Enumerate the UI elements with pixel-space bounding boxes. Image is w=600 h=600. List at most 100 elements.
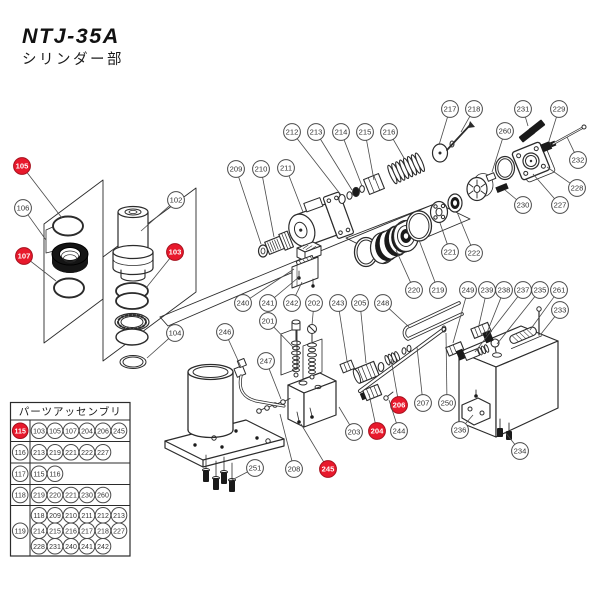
leader-line-210: [262, 177, 275, 238]
leader-line-105: [26, 172, 63, 219]
part-balloon-214: 214: [30, 522, 48, 540]
balloon-249: 249: [459, 281, 477, 299]
part-balloon-242: 242: [94, 537, 112, 555]
part-balloon-240: 240: [62, 537, 80, 555]
svg-text:261: 261: [553, 286, 566, 295]
part-balloon-213: 213: [30, 443, 48, 461]
balloon-229: 229: [550, 100, 568, 118]
part-balloon-211: 211: [78, 506, 96, 524]
callout-203: 203: [338, 406, 363, 441]
balloon-250: 250: [438, 394, 456, 412]
section-title: シリンダー部: [22, 51, 124, 68]
part-balloon-230: 230: [78, 486, 96, 504]
callout-202: 202: [305, 294, 323, 326]
balloon-234: 234: [511, 442, 529, 460]
balloon-104: 104: [166, 324, 184, 342]
svg-text:222: 222: [468, 249, 481, 258]
svg-text:208: 208: [288, 465, 301, 474]
part-balloon-107: 107: [62, 422, 80, 440]
leader-line-237: [474, 296, 519, 353]
leader-line-211: [288, 175, 304, 213]
svg-text:221: 221: [444, 248, 457, 257]
svg-text:240: 240: [237, 299, 250, 308]
callout-239: 239: [478, 281, 496, 326]
callout-213: 213: [307, 123, 353, 191]
part-balloon-204: 204: [78, 422, 96, 440]
product-title: NTJ-35A: [22, 24, 120, 48]
callout-218: 218: [460, 100, 483, 133]
balloon-261: 261: [550, 281, 568, 299]
svg-text:227: 227: [97, 450, 109, 457]
leader-line-251: [229, 471, 248, 482]
valve-block-assembly: [256, 301, 464, 428]
balloon-247: 247: [257, 352, 275, 370]
balloon-222: 222: [465, 244, 483, 262]
balloon-209: 209: [227, 160, 245, 178]
callout-247: 247: [257, 352, 282, 400]
balloon-201: 201: [259, 312, 277, 330]
svg-text:216: 216: [383, 128, 396, 137]
assembly-balloon-118: 118: [11, 486, 29, 504]
balloon-214: 214: [332, 123, 350, 141]
balloon-243: 243: [329, 294, 347, 312]
leader-line-104: [146, 338, 170, 359]
svg-text:230: 230: [81, 493, 93, 500]
balloon-237: 237: [514, 281, 532, 299]
balloon-238: 238: [495, 281, 513, 299]
leader-line-232: [566, 136, 575, 153]
leader-line-103: [145, 258, 171, 289]
svg-text:249: 249: [462, 286, 475, 295]
balloon-228: 228: [568, 179, 586, 197]
callout-244: 244: [388, 399, 408, 440]
tank-assembly: [445, 306, 559, 440]
balloon-213: 213: [307, 123, 325, 141]
svg-text:228: 228: [33, 544, 45, 551]
reservoir-assembly: [164, 357, 286, 492]
svg-text:232: 232: [572, 156, 585, 165]
part-balloon-222: 222: [78, 443, 96, 461]
callout-219: 219: [418, 239, 447, 299]
callout-212: 212: [283, 123, 342, 196]
leader-line-207: [416, 346, 423, 395]
part-balloon-219: 219: [46, 443, 64, 461]
part-balloon-206: 206: [94, 422, 112, 440]
part-balloon-241: 241: [78, 537, 96, 555]
svg-text:241: 241: [81, 544, 93, 551]
svg-text:245: 245: [113, 428, 125, 435]
part-balloon-115: 115: [30, 465, 48, 483]
leader-line-244: [388, 399, 397, 424]
svg-text:220: 220: [408, 286, 421, 295]
leader-line-107: [30, 260, 57, 282]
balloon-216: 216: [380, 123, 398, 141]
svg-text:218: 218: [468, 105, 481, 114]
svg-text:214: 214: [335, 128, 348, 137]
leader-line-204: [368, 393, 376, 423]
balloon-103: 103: [166, 243, 184, 261]
svg-text:211: 211: [280, 164, 292, 173]
callout-103: 103: [145, 243, 184, 289]
callout-227: 227: [532, 173, 569, 214]
part-balloon-228: 228: [30, 537, 48, 555]
balloon-219: 219: [429, 281, 447, 299]
rotor-assembly: [353, 172, 509, 268]
assembly-balloon-116: 116: [11, 443, 29, 461]
leader-line-235: [496, 296, 536, 345]
svg-text:209: 209: [49, 513, 61, 520]
leader-line-214: [343, 139, 363, 187]
balloon-227: 227: [551, 196, 569, 214]
part-balloon-103: 103: [30, 422, 48, 440]
svg-text:250: 250: [441, 399, 454, 408]
part-balloon-245: 245: [110, 422, 128, 440]
svg-text:210: 210: [65, 513, 77, 520]
callout-217: 217: [438, 100, 459, 146]
svg-text:213: 213: [113, 513, 125, 520]
svg-text:234: 234: [514, 447, 527, 456]
svg-text:212: 212: [286, 128, 299, 137]
callout-250: 250: [438, 332, 456, 412]
balloon-212: 212: [283, 123, 301, 141]
balloon-231: 231: [514, 100, 532, 118]
callout-241: 241: [259, 276, 300, 312]
balloon-211: 211: [277, 159, 295, 177]
